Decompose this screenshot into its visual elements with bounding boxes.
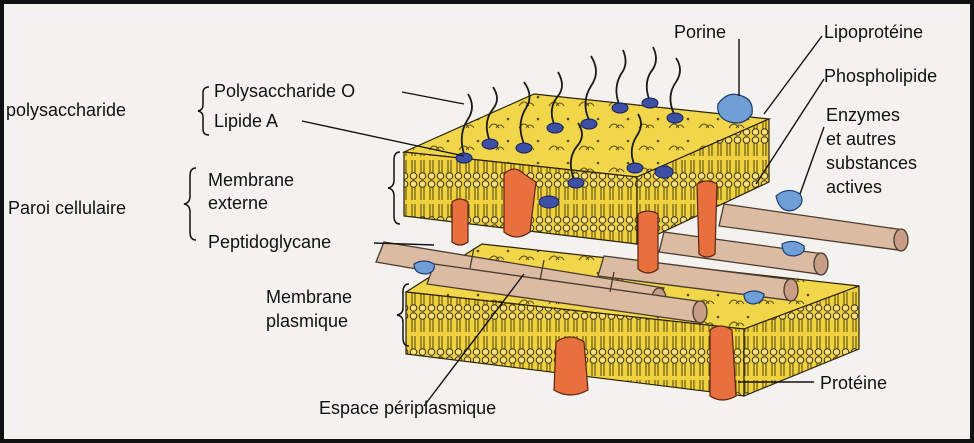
label-enzymes-line1: Enzymes: [826, 105, 900, 126]
label-enzymes-line2: et autres: [826, 129, 896, 150]
label-porine: Porine: [674, 22, 726, 43]
label-polysaccharide-o: Polysaccharide O: [214, 81, 355, 102]
label-membrane-externe-line1: Membrane: [208, 170, 294, 191]
label-peptidoglycane: Peptidoglycane: [208, 232, 331, 253]
label-lipoproteine: Lipoprotéine: [824, 22, 923, 43]
label-enzymes-line3: substances: [826, 153, 917, 174]
label-membrane-plasmique-line2: plasmique: [266, 311, 348, 332]
label-membrane-plasmique-line1: Membrane: [266, 287, 352, 308]
label-enzymes-line4: actives: [826, 177, 882, 198]
label-espace-periplasmique: Espace périplasmique: [319, 398, 496, 419]
label-lipide-a: Lipide A: [214, 111, 278, 132]
label-phospholipide: Phospholipide: [824, 66, 937, 87]
label-membrane-externe-line2: externe: [208, 193, 268, 214]
label-lipopolysaccharide: polysaccharide: [6, 100, 126, 121]
label-paroi-cellulaire: Paroi cellulaire: [8, 198, 126, 219]
label-proteine: Protéine: [820, 373, 887, 394]
